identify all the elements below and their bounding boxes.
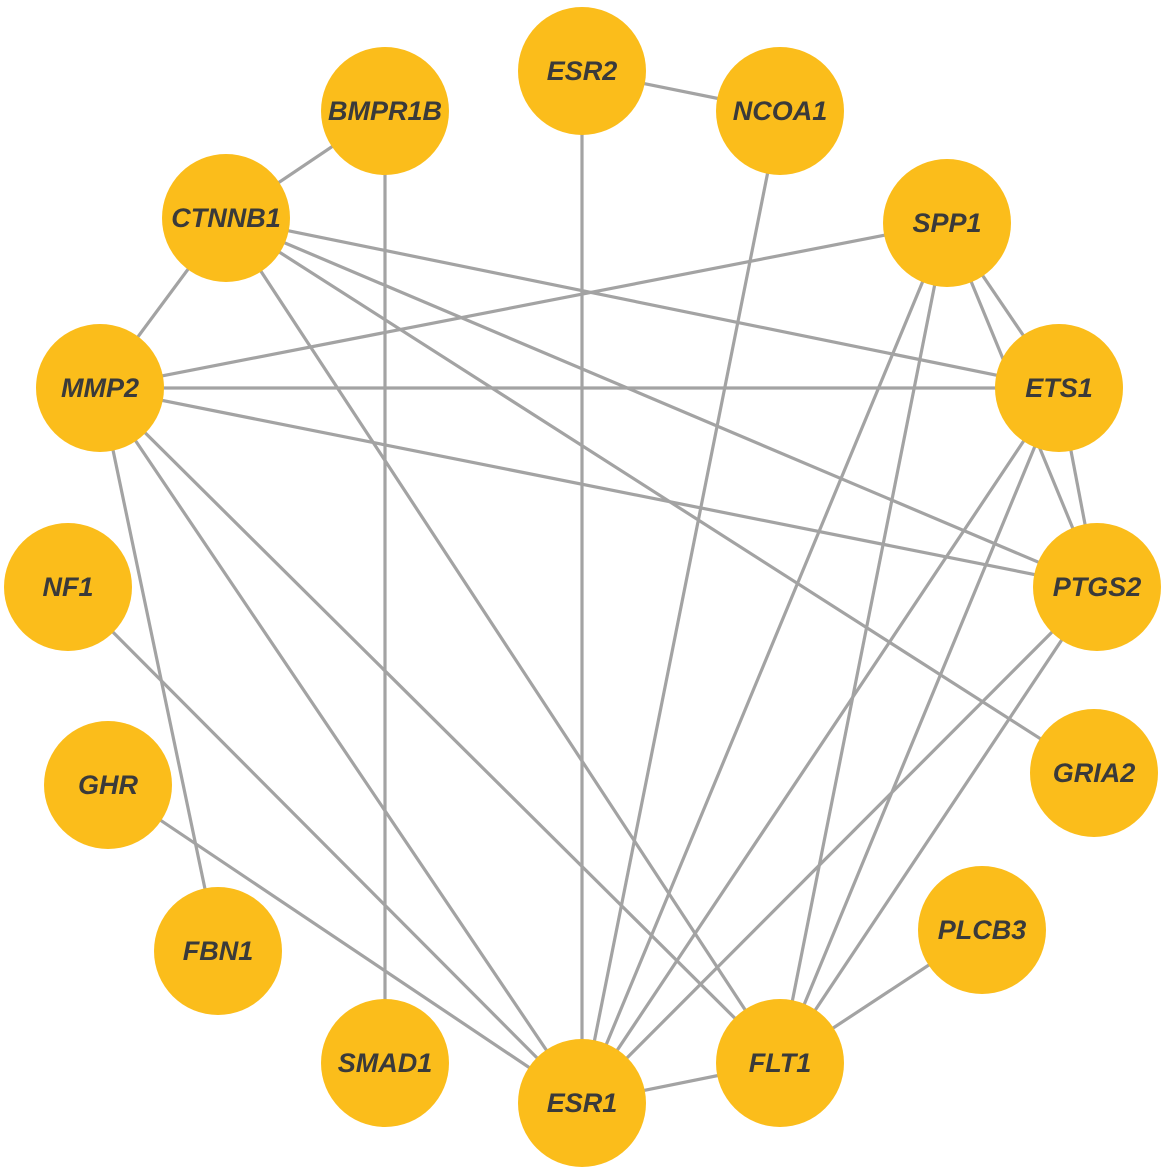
node-label: NCOA1 <box>733 96 828 126</box>
node-circle <box>716 47 844 175</box>
node-label: SMAD1 <box>338 1048 433 1078</box>
node-circle <box>162 154 290 282</box>
edge-ptgs2-flt1 <box>778 586 1099 1064</box>
node-circle <box>716 999 844 1127</box>
node-circle <box>154 887 282 1015</box>
edge-nf1-esr1 <box>66 585 584 1105</box>
node-circle <box>321 999 449 1127</box>
node-mmp2[interactable]: MMP2 <box>36 324 164 452</box>
edge-mmp2-esr1 <box>98 387 584 1104</box>
node-gria2[interactable]: GRIA2 <box>1030 709 1158 837</box>
node-flt1[interactable]: FLT1 <box>716 999 844 1127</box>
edge-spp1-mmp2 <box>99 221 948 390</box>
node-label: NF1 <box>42 572 93 602</box>
node-circle <box>995 324 1123 452</box>
node-ncoa1[interactable]: NCOA1 <box>716 47 844 175</box>
node-label: PTGS2 <box>1053 572 1142 602</box>
node-circle <box>1030 709 1158 837</box>
node-label: FLT1 <box>749 1048 812 1078</box>
node-label: ESR2 <box>547 56 618 86</box>
node-spp1[interactable]: SPP1 <box>883 159 1011 287</box>
node-nf1[interactable]: NF1 <box>4 523 132 651</box>
edge-ptgs2-esr1 <box>580 585 1099 1105</box>
node-label: ETS1 <box>1025 373 1093 403</box>
node-circle <box>1033 523 1161 651</box>
node-ghr[interactable]: GHR <box>44 721 172 849</box>
node-smad1[interactable]: SMAD1 <box>321 999 449 1127</box>
edge-ets1-flt1 <box>778 387 1061 1064</box>
edge-ctnnb1-ptgs2 <box>225 216 1098 589</box>
node-circle <box>321 47 449 175</box>
edge-ctnnb1-flt1 <box>224 217 782 1064</box>
edge-ghr-esr1 <box>107 783 583 1105</box>
node-circle <box>883 159 1011 287</box>
node-esr1[interactable]: ESR1 <box>518 1039 646 1167</box>
node-circle <box>36 324 164 452</box>
edge-mmp2-flt1 <box>98 386 782 1065</box>
edge-mmp2-ptgs2 <box>99 386 1098 589</box>
node-circle <box>518 1039 646 1167</box>
node-label: GHR <box>78 770 139 800</box>
node-ets1[interactable]: ETS1 <box>995 324 1123 452</box>
edge-ncoa1-esr1 <box>580 110 782 1104</box>
node-circle <box>518 7 646 135</box>
node-esr2[interactable]: ESR2 <box>518 7 646 135</box>
node-plcb3[interactable]: PLCB3 <box>918 866 1046 994</box>
edge-spp1-flt1 <box>778 222 949 1064</box>
node-circle <box>4 523 132 651</box>
node-fbn1[interactable]: FBN1 <box>154 887 282 1015</box>
edge-ctnnb1-gria2 <box>225 216 1095 775</box>
node-ptgs2[interactable]: PTGS2 <box>1033 523 1161 651</box>
node-label: ESR1 <box>547 1088 618 1118</box>
node-label: GRIA2 <box>1053 758 1136 788</box>
node-label: FBN1 <box>183 936 254 966</box>
node-circle <box>918 866 1046 994</box>
edge-spp1-esr1 <box>580 222 949 1104</box>
node-label: PLCB3 <box>938 915 1027 945</box>
node-label: CTNNB1 <box>171 203 281 233</box>
node-label: MMP2 <box>61 373 139 403</box>
node-label: BMPR1B <box>328 96 442 126</box>
edge-ets1-esr1 <box>580 387 1061 1104</box>
node-label: SPP1 <box>912 208 981 238</box>
node-circle <box>44 721 172 849</box>
node-bmpr1b[interactable]: BMPR1B <box>321 47 449 175</box>
node-ctnnb1[interactable]: CTNNB1 <box>162 154 290 282</box>
edge-mmp2-fbn1 <box>98 387 220 952</box>
